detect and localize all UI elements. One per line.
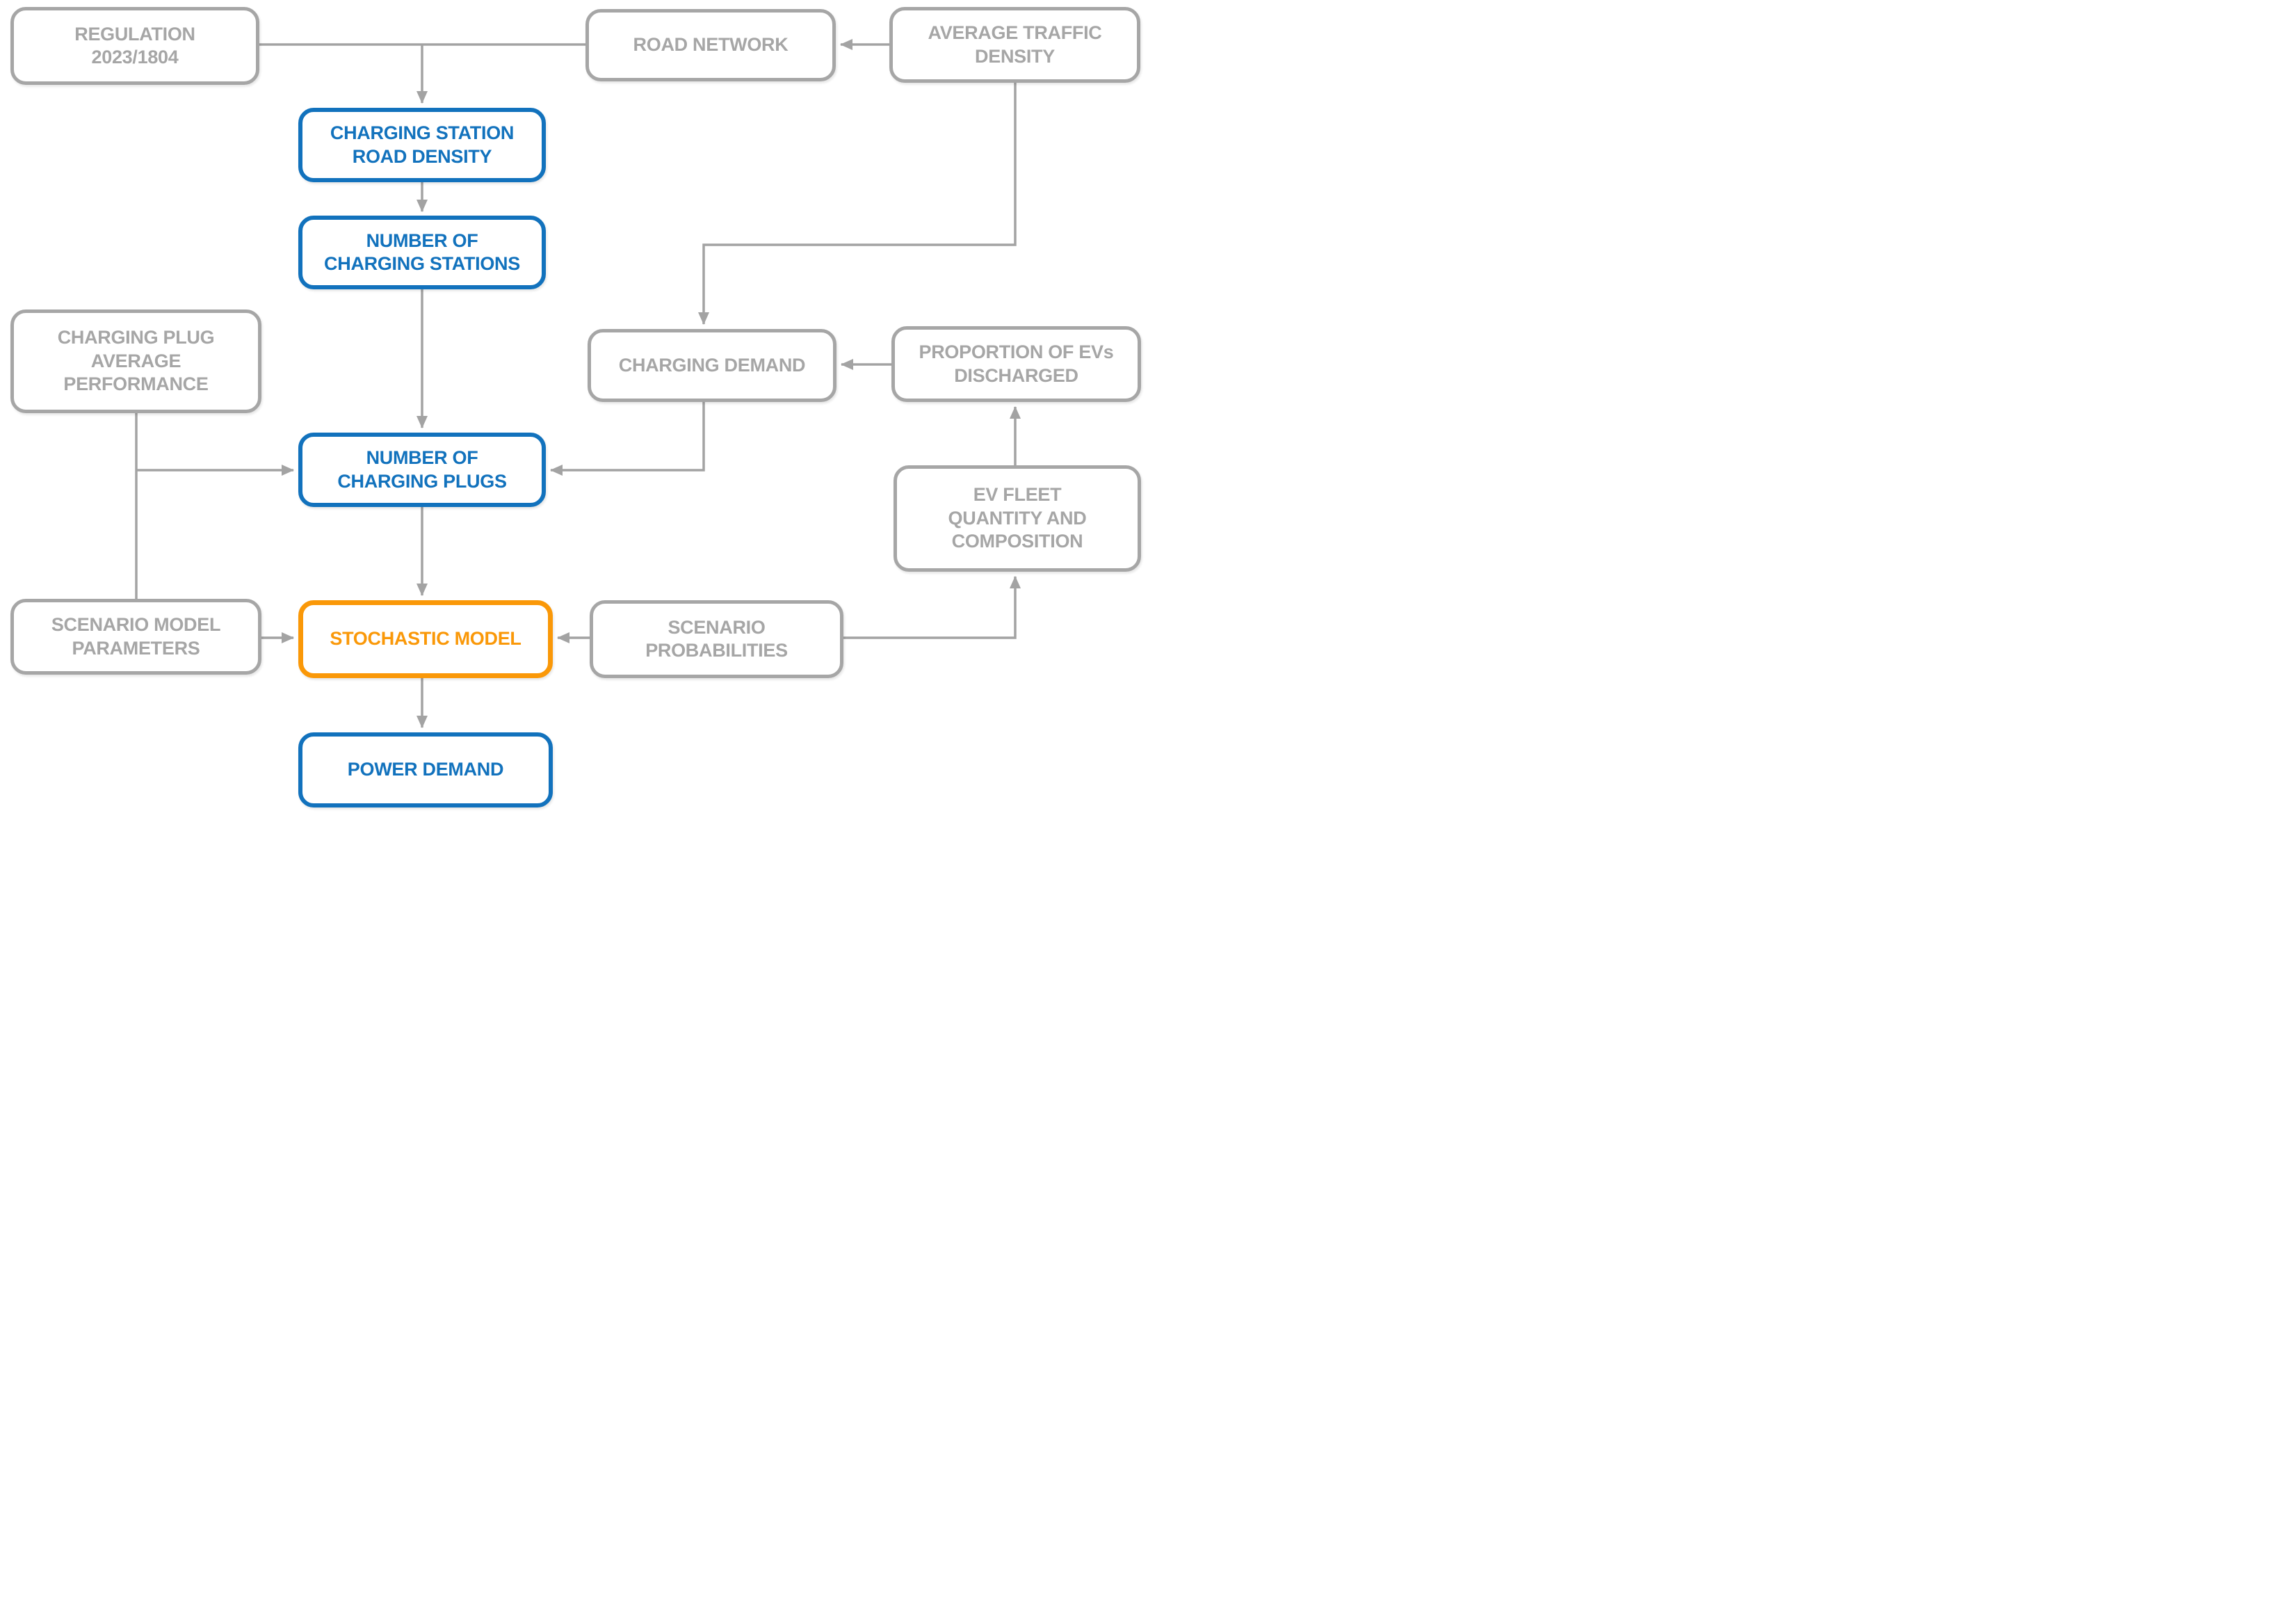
node-label-scenario-model-parameters: SCENARIO MODEL PARAMETERS <box>51 614 221 659</box>
node-regulation: REGULATION 2023/1804 <box>10 7 259 85</box>
node-scenario-model-parameters: SCENARIO MODEL PARAMETERS <box>10 599 261 675</box>
node-stochastic-model: STOCHASTIC MODEL <box>298 600 553 678</box>
node-label-charging-demand: CHARGING DEMAND <box>618 354 806 376</box>
node-label-charging-station-road-density: CHARGING STATION ROAD DENSITY <box>330 122 515 167</box>
node-average-traffic-density: AVERAGE TRAFFIC DENSITY <box>889 7 1140 83</box>
node-label-regulation: REGULATION 2023/1804 <box>74 23 195 67</box>
node-charging-demand: CHARGING DEMAND <box>588 329 836 402</box>
node-label-ev-fleet-quantity-and-composition: EV FLEET QUANTITY AND COMPOSITION <box>948 484 1087 552</box>
edge-charging-demand-to-number-of-charging-plugs <box>550 402 705 476</box>
node-number-of-charging-plugs: NUMBER OF CHARGING PLUGS <box>298 433 546 507</box>
node-label-proportion-of-evs-discharged: PROPORTION OF EVs DISCHARGED <box>919 341 1114 386</box>
node-label-scenario-probabilities: SCENARIO PROBABILITIES <box>645 616 788 661</box>
node-road-network: ROAD NETWORK <box>585 9 836 81</box>
edge-scenario-probabilities-to-ev-fleet-quantity-and-composition <box>843 576 1021 639</box>
node-charging-station-road-density: CHARGING STATION ROAD DENSITY <box>298 108 546 182</box>
node-label-road-network: ROAD NETWORK <box>633 34 789 56</box>
flowchart-canvas: REGULATION 2023/1804 ROAD NETWORK AVERAGE … <box>0 0 1148 812</box>
node-scenario-probabilities: SCENARIO PROBABILITIES <box>590 600 843 678</box>
node-label-charging-plug-average-performance: CHARGING PLUG AVERAGE PERFORMANCE <box>57 327 215 395</box>
node-ev-fleet-quantity-and-composition: EV FLEET QUANTITY AND COMPOSITION <box>894 465 1141 572</box>
node-label-number-of-charging-stations: NUMBER OF CHARGING STATIONS <box>324 230 520 274</box>
edge-average-traffic-density-to-charging-demand <box>698 83 1017 325</box>
node-power-demand: POWER DEMAND <box>298 732 553 807</box>
node-number-of-charging-stations: NUMBER OF CHARGING STATIONS <box>298 216 546 289</box>
node-charging-plug-average-performance: CHARGING PLUG AVERAGE PERFORMANCE <box>10 309 261 413</box>
node-proportion-of-evs-discharged: PROPORTION OF EVs DISCHARGED <box>891 326 1141 402</box>
node-label-power-demand: POWER DEMAND <box>347 759 504 780</box>
node-label-stochastic-model: STOCHASTIC MODEL <box>330 628 522 650</box>
node-label-average-traffic-density: AVERAGE TRAFFIC DENSITY <box>928 22 1102 67</box>
node-label-number-of-charging-plugs: NUMBER OF CHARGING PLUGS <box>337 447 507 492</box>
